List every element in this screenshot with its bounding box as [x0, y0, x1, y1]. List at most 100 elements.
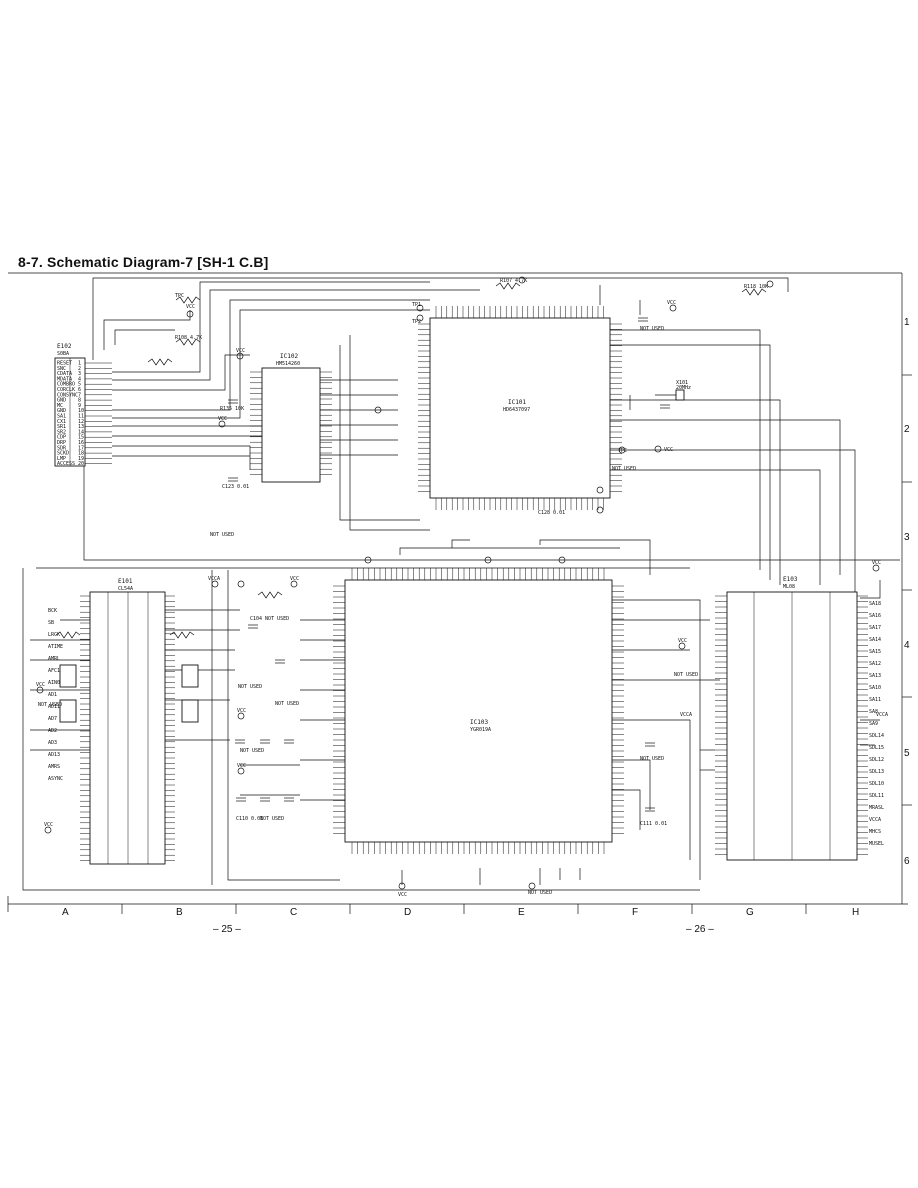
- e102-pin-number: 1: [78, 361, 81, 367]
- part-label: NOT USED: [674, 672, 698, 678]
- column-label: E: [518, 907, 525, 918]
- e101-pin-label: AD11: [48, 704, 60, 710]
- e103-pin-label: SDL11: [869, 793, 884, 799]
- e102-pin-number: 17: [78, 445, 84, 451]
- connector-e101: E101 CL54A BCKSBLRCKATIMEAMRLAFC1AIN0AD1…: [48, 578, 175, 865]
- e103-pin-label: VCCA: [869, 817, 881, 823]
- column-labels: A B C D E F G H: [62, 907, 859, 918]
- e103-pin-label: SA14: [869, 637, 881, 643]
- e102-pin-label: SCKD: [57, 451, 69, 457]
- chip-ic101: IC101 HD6437097: [418, 306, 622, 510]
- chip-ic103: IC103 YGR019A: [333, 568, 624, 854]
- e101-part: CL54A: [118, 586, 133, 592]
- page-number-left: – 25 –: [213, 924, 241, 935]
- e102-pin-label: COMBRO: [57, 382, 75, 388]
- ic102-part: HM514260: [276, 361, 300, 367]
- e102-pin-label: GND: [57, 408, 66, 414]
- part-label: VCC: [664, 447, 673, 453]
- part-label: NOT USED: [260, 816, 284, 822]
- passives: [36, 276, 880, 890]
- e102-pin-number: 3: [78, 371, 81, 377]
- e102-pin-number: 19: [78, 456, 84, 462]
- ic103-part: YGR019A: [470, 727, 491, 733]
- row-label: 6: [904, 856, 910, 867]
- chip-ic102: IC102 HM514260: [250, 353, 332, 483]
- part-label: TP2: [412, 319, 421, 325]
- e103-pin-label: SA11: [869, 697, 881, 703]
- e103-pin-label: SA12: [869, 661, 881, 667]
- ic101-ref: IC101: [508, 399, 526, 406]
- part-label: VCC: [398, 892, 407, 898]
- e102-pin-label: SNC: [57, 366, 66, 372]
- e102-pin-label: LMP: [57, 456, 66, 462]
- part-label: VCCA: [680, 712, 692, 718]
- e103-part: ML08: [783, 584, 795, 590]
- e102-ref: E102: [57, 343, 72, 350]
- part-label: TPC: [618, 448, 627, 454]
- part-label: NOT USED: [640, 326, 664, 332]
- e102-pin-label: SA1: [57, 414, 66, 420]
- e102-pin-number: 9: [78, 403, 81, 409]
- e103-pin-label: SA8: [869, 709, 878, 715]
- column-label: B: [176, 907, 183, 918]
- part-label: NOT USED: [612, 466, 636, 472]
- e103-pin-label: SA9: [869, 721, 878, 727]
- wiring: [22, 277, 900, 891]
- column-label: H: [852, 907, 859, 918]
- drawing-frame: [7, 272, 912, 914]
- e102-pin-label: CORCLK: [57, 387, 75, 393]
- e101-pin-label: AD1: [48, 692, 57, 698]
- part-label: R135 10K: [220, 406, 244, 412]
- part-label: VCC: [237, 763, 246, 769]
- connector-e103: E103 ML08 SA18SA16SA17SA14SA15SA12SA13SA…: [715, 576, 884, 861]
- e102-pin-label: RESET: [57, 361, 72, 367]
- part-labels: VCC TPC R108 4.7K R107 4.7K R118 10K TP1…: [36, 278, 888, 898]
- e103-pin-label: SDL14: [869, 733, 884, 739]
- e101-pin-label: AD13: [48, 752, 60, 758]
- column-label: G: [746, 907, 754, 918]
- column-label: F: [632, 907, 638, 918]
- e102-pin-number: 14: [78, 429, 84, 435]
- part-label: NOT USED: [240, 748, 264, 754]
- e101-pin-label: AIN0: [48, 680, 60, 686]
- e101-pin-label: AD7: [48, 716, 57, 722]
- part-label: C123 0.01: [222, 484, 249, 490]
- e102-pin-label: GND: [57, 398, 66, 404]
- column-label: A: [62, 907, 69, 918]
- row-label: 5: [904, 748, 910, 759]
- part-label: NOT USED: [238, 684, 262, 690]
- e102-pin-label: DRP: [57, 440, 66, 446]
- e103-ref: E103: [783, 576, 798, 583]
- e103-pin-label: SA10: [869, 685, 881, 691]
- e102-pin-number: 13: [78, 424, 84, 430]
- e101-ref: E101: [118, 578, 133, 585]
- part-label: R118 10K: [744, 284, 768, 290]
- e101-pin-label: AFC1: [48, 668, 60, 674]
- e102-pin-number: 6: [78, 387, 81, 393]
- e102-pin-label: CDATA: [57, 371, 72, 377]
- part-label: NOT USED: [210, 532, 234, 538]
- e102-pin-number: 8: [78, 398, 81, 404]
- page-number-right: – 26 –: [686, 924, 714, 935]
- part-label: C111 0.01: [640, 821, 667, 827]
- e102-pin-label: CX1: [57, 419, 66, 425]
- e103-pin-label: SA17: [869, 625, 881, 631]
- part-label: VCCA: [208, 576, 220, 582]
- ic102-ref: IC102: [280, 353, 298, 360]
- row-labels: 1 2 3 4 5 6: [904, 317, 910, 867]
- ic103-ref: IC103: [470, 719, 488, 726]
- e102-pin-number: 16: [78, 440, 84, 446]
- e101-pin-label: AD2: [48, 728, 57, 734]
- e101-pin-label: LRCK: [48, 632, 60, 638]
- e102-pin-label: SR2: [57, 429, 66, 435]
- part-label: VCC: [872, 560, 881, 566]
- part-label: C110 0.01: [236, 816, 263, 822]
- part-label: C104 NOT USED: [250, 616, 289, 622]
- e102-pin-label: SR1: [57, 424, 66, 430]
- row-label: 3: [904, 532, 910, 543]
- e103-pin-label: SA18: [869, 601, 881, 607]
- e102-pin-number: 18: [78, 451, 84, 457]
- part-label: VCC: [290, 576, 299, 582]
